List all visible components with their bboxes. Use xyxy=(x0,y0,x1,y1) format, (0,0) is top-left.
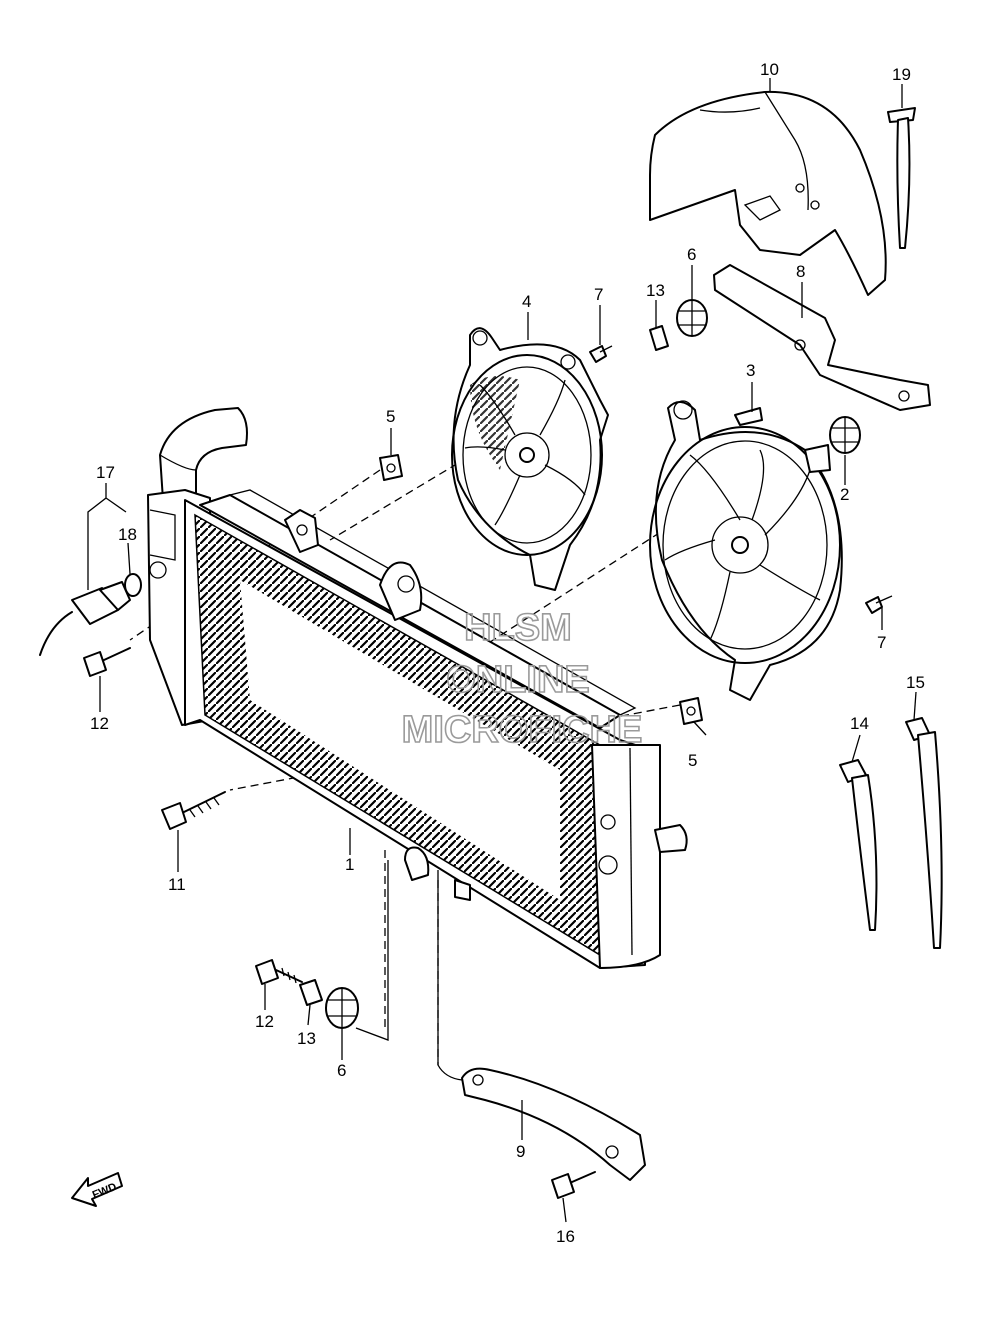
callout-leaders xyxy=(87,78,917,1223)
fan-shroud xyxy=(649,90,887,296)
callout-labels: 1 2 3 4 5 5 6 6 7 7 8 9 10 11 12 12 13 1… xyxy=(90,60,925,1246)
clip-19 xyxy=(887,107,916,249)
callout-11: 11 xyxy=(168,875,186,894)
grommet-6-lower xyxy=(325,987,359,1029)
callout-12-left: 12 xyxy=(90,714,109,733)
grommet-6-upper xyxy=(676,299,708,337)
collar-13-lower xyxy=(299,979,323,1006)
callout-14: 14 xyxy=(850,714,869,733)
callout-6-upper: 6 xyxy=(687,245,696,264)
callout-1: 1 xyxy=(345,855,354,874)
svg-text:HLSM: HLSM xyxy=(464,607,572,649)
cooling-fan-left xyxy=(451,327,609,591)
callout-9: 9 xyxy=(516,1142,525,1161)
bolt-11 xyxy=(161,791,226,830)
callout-13-upper: 13 xyxy=(646,281,665,300)
grommet-2 xyxy=(829,416,861,454)
callout-3: 3 xyxy=(746,361,755,380)
callout-16: 16 xyxy=(556,1227,575,1246)
svg-text:ONLINE: ONLINE xyxy=(446,659,590,701)
cooling-fan-right xyxy=(649,400,843,701)
cable-tie-14 xyxy=(839,759,878,931)
callout-19: 19 xyxy=(892,65,911,84)
bracket-9 xyxy=(461,1067,646,1181)
bolt-12-left xyxy=(83,647,131,677)
callout-7-right: 7 xyxy=(877,633,886,652)
callout-6-lower: 6 xyxy=(337,1061,346,1080)
callout-13-lower: 13 xyxy=(297,1029,316,1048)
callout-12-lower: 12 xyxy=(255,1012,274,1031)
thermo-switch xyxy=(39,581,131,656)
radiator xyxy=(147,407,688,969)
o-ring xyxy=(124,573,142,597)
callout-4: 4 xyxy=(522,292,531,311)
callout-5-lower: 5 xyxy=(688,751,697,770)
callout-5-upper: 5 xyxy=(386,407,395,426)
callout-8: 8 xyxy=(796,262,805,281)
callout-7-upper: 7 xyxy=(594,285,603,304)
callout-10: 10 xyxy=(760,60,779,79)
callout-2: 2 xyxy=(840,485,849,504)
clip-nut-lower xyxy=(679,697,703,725)
callout-15: 15 xyxy=(906,673,925,692)
svg-text:MICROFICHE: MICROFICHE xyxy=(402,709,643,751)
watermark: HLSM ONLINE MICROFICHE xyxy=(401,606,643,752)
callout-17: 17 xyxy=(96,463,115,482)
bolt-16 xyxy=(551,1171,596,1199)
forward-arrow: FWD xyxy=(71,1172,123,1207)
clip-nut-upper xyxy=(379,454,403,481)
bolt-7-upper xyxy=(589,345,613,363)
callout-18: 18 xyxy=(118,525,137,544)
bolt-7-right xyxy=(865,595,893,614)
collar-13-upper xyxy=(649,325,669,351)
cable-tie-15 xyxy=(905,717,943,949)
bolt-12-lower xyxy=(255,959,303,985)
bracket-8 xyxy=(713,264,931,411)
